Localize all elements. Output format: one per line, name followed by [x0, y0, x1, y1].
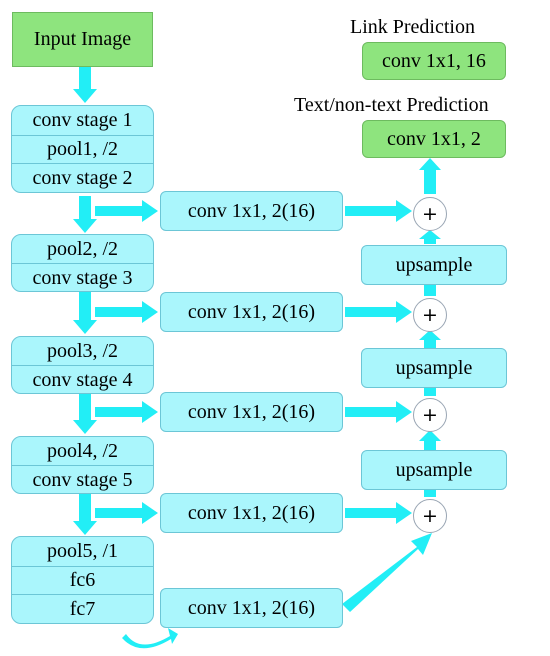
link-prediction-title: Link Prediction	[350, 16, 475, 38]
stage-cell: pool2, /2	[12, 235, 153, 264]
stage-cell: fc6	[12, 567, 153, 595]
arrow-upsample3-plus3	[419, 430, 441, 450]
sum-node-1: +	[413, 197, 447, 231]
sum-node-2: +	[413, 298, 447, 332]
input-image-label: Input Image	[33, 28, 132, 50]
upsample-label: upsample	[395, 458, 473, 481]
arrow-input-down	[73, 66, 97, 103]
stage-cell: conv stage 2	[32, 166, 133, 189]
plus-symbol: +	[422, 304, 438, 326]
upsample-box-3: upsample	[361, 450, 507, 490]
upsample-label: upsample	[395, 356, 473, 379]
arrow-stage5-side	[95, 502, 158, 524]
text-prediction-title: Text/non-text Prediction	[294, 94, 489, 116]
upsample-box-2: upsample	[361, 348, 507, 388]
stage-cell: pool3, /2	[12, 337, 153, 366]
arrow-conv3-plus	[345, 401, 412, 423]
sum-node-4: +	[413, 499, 447, 533]
side-conv-box-2: conv 1x1, 2(16)	[160, 292, 343, 332]
input-image-box: Input Image	[12, 12, 153, 67]
stage-block-5: pool5, /1 fc6 fc7	[11, 536, 154, 624]
side-conv-box-4: conv 1x1, 2(16)	[160, 493, 343, 533]
link-prediction-box: conv 1x1, 16	[362, 42, 506, 80]
arrow-conv1-plus	[345, 200, 412, 222]
arrow-stage3-down	[73, 393, 97, 434]
link-prediction-label: conv 1x1, 16	[382, 49, 486, 72]
stage-cell: conv stage 5	[32, 468, 133, 491]
arrow-conv4-plus	[345, 502, 412, 524]
arrow-stage2-down	[73, 292, 97, 334]
stage-block-4: pool4, /2 conv stage 5	[11, 436, 154, 494]
side-conv-label: conv 1x1, 2(16)	[187, 400, 316, 423]
stage-block-1: conv stage 1 pool1, /2 conv stage 2	[11, 105, 154, 193]
arrow-upsample2-plus2	[419, 330, 441, 348]
plus-symbol: +	[422, 203, 438, 225]
arrow-stage2-side	[95, 200, 158, 222]
arrow-stage4-side	[95, 401, 158, 423]
side-conv-box-5: conv 1x1, 2(16)	[160, 588, 343, 628]
side-conv-box-1: conv 1x1, 2(16)	[160, 191, 343, 231]
side-conv-label: conv 1x1, 2(16)	[187, 199, 316, 222]
side-conv-label: conv 1x1, 2(16)	[187, 300, 316, 323]
stage-block-3: pool3, /2 conv stage 4	[11, 336, 154, 394]
side-conv-box-3: conv 1x1, 2(16)	[160, 392, 343, 432]
side-conv-label: conv 1x1, 2(16)	[187, 501, 316, 524]
text-prediction-label: conv 1x1, 2	[387, 127, 481, 150]
plus-symbol: +	[422, 404, 438, 426]
stage-cell: pool5, /1	[12, 537, 153, 567]
arrow-stage1-down	[73, 196, 97, 233]
stage-cell: fc7	[69, 597, 96, 620]
arrow-stage3-side	[95, 301, 158, 323]
text-prediction-box: conv 1x1, 2	[362, 120, 506, 158]
arrow-conv2-plus	[345, 301, 412, 323]
upsample-label: upsample	[395, 253, 473, 276]
side-conv-label: conv 1x1, 2(16)	[187, 596, 316, 619]
plus-symbol: +	[422, 505, 438, 527]
arrow-stage4-down	[73, 493, 97, 535]
arrow-upsample1-plus1	[419, 230, 441, 244]
stage-cell: pool1, /2	[12, 136, 153, 164]
arrow-plus1-output	[419, 158, 441, 194]
stage-cell: pool4, /2	[12, 437, 153, 466]
stage-cell: conv stage 1	[12, 106, 153, 136]
stage-cell: conv stage 3	[32, 266, 133, 289]
sum-node-3: +	[413, 398, 447, 432]
arrow-fc7-diagonal	[342, 533, 432, 612]
upsample-box-1: upsample	[361, 245, 507, 285]
stage-block-2: pool2, /2 conv stage 3	[11, 234, 154, 292]
arrow-loop	[122, 628, 178, 649]
stage-cell: conv stage 4	[32, 368, 133, 391]
